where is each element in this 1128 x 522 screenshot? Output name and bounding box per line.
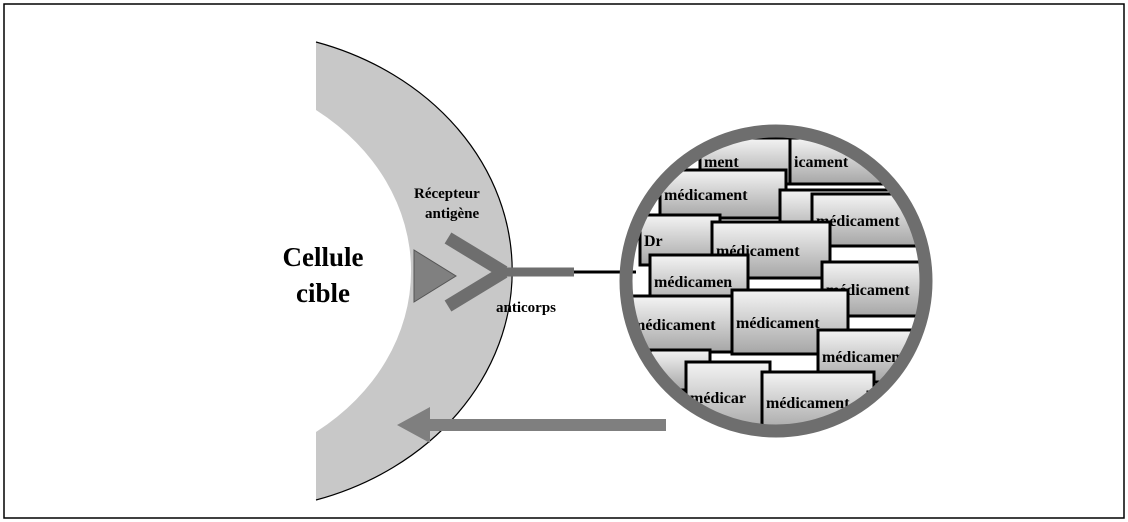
drug-label: ment xyxy=(704,154,739,171)
drug-label: Dr xyxy=(644,233,663,250)
cell-label-line-1: Cellule xyxy=(283,242,364,272)
antibody-label: anticorps xyxy=(496,300,556,316)
receptor-label-line-2: antigène xyxy=(425,206,480,222)
drug-block: médicament xyxy=(632,294,742,354)
drug-label: médicament xyxy=(816,213,900,230)
cell-label-line-2: cible xyxy=(296,278,350,308)
drug-label: médicament xyxy=(632,317,716,334)
drug-block: médicament xyxy=(810,192,920,248)
drug-label: icament xyxy=(794,154,849,171)
antibody xyxy=(444,232,636,312)
return-arrow xyxy=(397,407,666,443)
drug-label: médicament xyxy=(822,349,906,366)
nanoparticle-ring xyxy=(619,124,933,438)
drug-label: médicament xyxy=(736,315,820,332)
receptor-label-line-1: Récepteur xyxy=(414,186,480,202)
antigen-receptor xyxy=(413,249,457,303)
drug-label: médicament xyxy=(664,187,748,204)
drug-label: médicament xyxy=(766,395,850,412)
figure-frame xyxy=(3,3,1125,519)
drug-block: médicament xyxy=(760,370,876,425)
drug-block: médicament xyxy=(730,288,850,356)
drug-label: médicar xyxy=(690,390,746,407)
drug-block: médicament xyxy=(658,168,788,220)
drug-label: médicamen xyxy=(654,274,732,291)
